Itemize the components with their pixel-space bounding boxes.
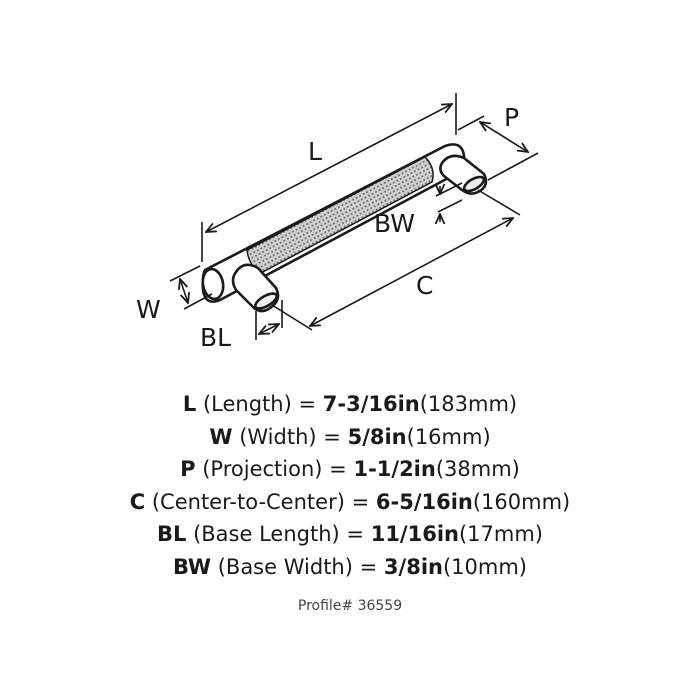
spec-imperial: 7-3/16in	[322, 392, 420, 416]
spec-name: (Base Width)	[217, 554, 353, 579]
spec-metric: (38mm)	[435, 457, 520, 481]
spec-code: BL	[157, 522, 187, 546]
spec-metric: (17mm)	[458, 522, 543, 546]
spec-metric: (160mm)	[472, 489, 571, 514]
spec-base-width: BW (Base Width) = 3/8in(10mm)	[0, 551, 700, 584]
spec-code: BW	[173, 554, 212, 579]
spec-metric: (183mm)	[419, 392, 518, 416]
spec-equals: =	[329, 457, 347, 481]
spec-equals: =	[346, 522, 365, 546]
label-BW: BW	[374, 209, 415, 238]
profile-number: Profile# 36559	[297, 598, 403, 614]
spec-name: (Length)	[202, 392, 292, 416]
spec-width: W (Width) = 5/8in(16mm)	[0, 421, 700, 454]
spec-code: W	[209, 424, 233, 449]
spec-name: (Center-to-Center)	[151, 489, 345, 514]
spec-equals: =	[298, 392, 317, 416]
spec-equals: =	[323, 424, 341, 449]
spec-equals: =	[359, 554, 378, 579]
label-C: C	[416, 271, 433, 300]
spec-imperial: 3/8in	[383, 554, 443, 579]
spec-metric: (16mm)	[406, 424, 491, 449]
label-W: W	[136, 295, 161, 324]
spec-code: P	[180, 457, 196, 481]
spec-length: L (Length) = 7-3/16in(183mm)	[0, 388, 700, 421]
spec-code: L	[182, 392, 197, 416]
spec-name: (Projection)	[202, 457, 323, 481]
label-L: L	[308, 137, 322, 166]
spec-name: (Width)	[239, 424, 317, 449]
cabinet-pull-diagram: L P BW C W BL	[136, 93, 539, 352]
label-P: P	[504, 103, 519, 132]
spec-center-to-center: C (Center-to-Center) = 6-5/16in(160mm)	[0, 486, 700, 519]
spec-metric: (10mm)	[442, 554, 527, 579]
spec-list: L (Length) = 7-3/16in(183mm) W (Width) =…	[0, 388, 700, 583]
spec-imperial: 1-1/2in	[353, 457, 436, 481]
spec-base-length: BL (Base Length) = 11/16in(17mm)	[0, 518, 700, 551]
spec-imperial: 6-5/16in	[375, 489, 473, 514]
spec-imperial: 5/8in	[347, 424, 407, 449]
spec-code: C	[129, 489, 146, 514]
dimension-lines	[169, 93, 539, 340]
pull-handle	[201, 143, 488, 313]
spec-equals: =	[351, 489, 370, 514]
spec-imperial: 11/16in	[370, 522, 459, 546]
spec-projection: P (Projection) = 1-1/2in(38mm)	[0, 453, 700, 486]
spec-name: (Base Length)	[193, 522, 340, 546]
label-BL: BL	[200, 323, 231, 352]
